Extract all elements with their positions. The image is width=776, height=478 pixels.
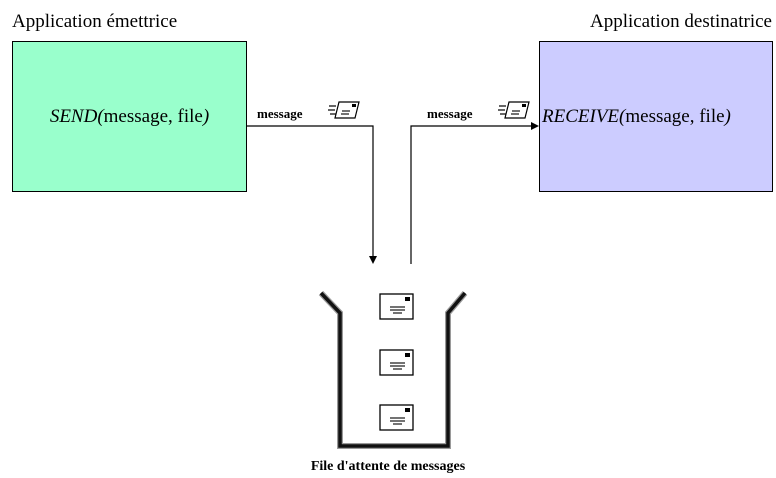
receiver-call: RECEIVE(message, file) xyxy=(542,106,731,128)
envelope-icon xyxy=(379,404,414,431)
receive-open-paren: ( xyxy=(619,105,626,127)
receive-arrowhead xyxy=(531,122,539,130)
send-close-paren: ) xyxy=(202,105,210,127)
send-open-paren: ( xyxy=(97,105,104,127)
receive-args: message, file xyxy=(625,105,725,127)
queue-label: File d'attente de messages xyxy=(310,459,466,474)
envelope-icon xyxy=(498,101,530,119)
queue-container xyxy=(318,290,468,449)
receiver-app-title: Application destinatrice xyxy=(589,11,772,32)
queue-container-shape-core xyxy=(319,291,467,448)
send-arrowhead xyxy=(369,256,377,264)
envelope-icon xyxy=(328,101,360,119)
envelope-icon xyxy=(379,349,414,376)
send-message-label: message xyxy=(257,106,303,121)
send-connector-line xyxy=(247,125,374,256)
receive-close-paren: ) xyxy=(724,105,731,127)
sender-app-box: SEND(message, file) xyxy=(12,41,247,192)
send-args: message, file xyxy=(103,105,203,127)
sender-call: SEND(message, file) xyxy=(50,106,209,128)
receive-connector-line xyxy=(410,125,531,264)
receive-message-label: message xyxy=(427,106,473,121)
receiver-app-box: RECEIVE(message, file) xyxy=(539,41,773,192)
sender-app-title: Application émettrice xyxy=(12,11,178,32)
envelope-icon xyxy=(379,293,414,320)
receive-function-name: RECEIVE xyxy=(542,105,620,127)
send-function-name: SEND xyxy=(49,105,98,127)
